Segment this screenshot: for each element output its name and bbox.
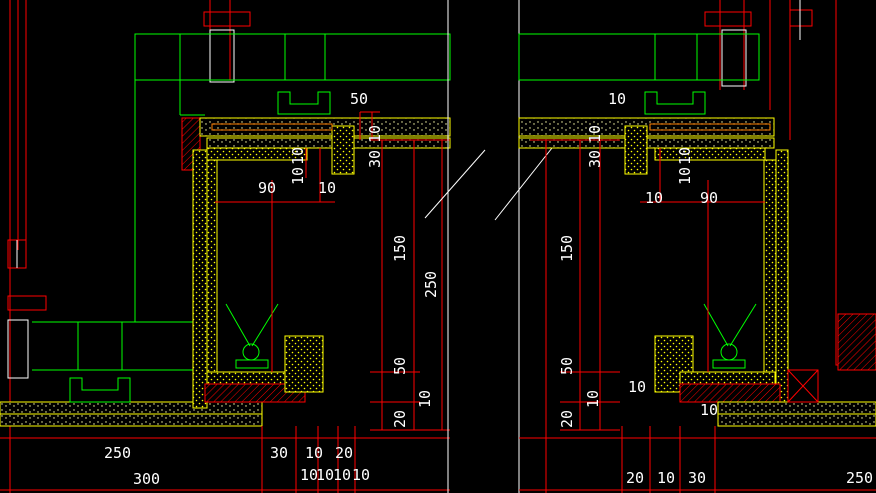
dim-label: 20 xyxy=(391,410,409,428)
dim-label: 10 xyxy=(289,167,307,185)
pipe-support xyxy=(703,303,757,369)
dim-label: 250 xyxy=(422,271,440,298)
hanger-bolt xyxy=(7,239,47,379)
dimension-lines xyxy=(519,139,876,493)
floor-slab xyxy=(717,0,876,427)
duct-outline xyxy=(518,33,760,81)
floor-clip xyxy=(69,91,331,403)
dim-label: 10 xyxy=(333,466,351,484)
brick-wall xyxy=(181,117,451,409)
break-lines xyxy=(424,0,553,493)
pipe-support xyxy=(225,303,279,369)
dim-label: 250 xyxy=(846,469,873,487)
dim-label: 10 xyxy=(628,378,646,396)
dim-label: 30 xyxy=(366,150,384,168)
dim-label: 30 xyxy=(688,469,706,487)
dim-label: 10 xyxy=(352,466,370,484)
dim-label: 20 xyxy=(626,469,644,487)
floor-clip xyxy=(644,91,706,115)
dim-label: 90 xyxy=(258,179,276,197)
dim-label: 10 xyxy=(586,125,604,143)
dim-label: 90 xyxy=(700,189,718,207)
dim-label: 10 xyxy=(676,147,694,165)
dim-label: 20 xyxy=(335,444,353,462)
dim-label: 30 xyxy=(270,444,288,462)
brick-wall xyxy=(518,117,789,409)
floor-slab xyxy=(0,401,263,427)
dim-label: 10 xyxy=(657,469,675,487)
dim-label: 10 xyxy=(700,401,718,419)
dim-label: 50 xyxy=(391,357,409,375)
dim-label: 50 xyxy=(350,90,368,108)
dim-label: 10 xyxy=(305,444,323,462)
right-section-view: 10 10 30 10 10 10 90 150 50 10 20 10 10 … xyxy=(518,0,876,493)
dim-label: 50 xyxy=(558,357,576,375)
dim-label: 10 xyxy=(366,125,384,143)
hanger-bolt xyxy=(203,0,251,83)
dim-label: 10 xyxy=(318,179,336,197)
dimension-lines xyxy=(0,111,450,493)
dim-label: 30 xyxy=(586,150,604,168)
left-section-view: 50 30 10 10 10 90 10 150 250 50 10 20 25… xyxy=(0,0,451,493)
dim-label: 10 xyxy=(645,189,663,207)
dim-label: 10 xyxy=(676,167,694,185)
dim-label: 300 xyxy=(133,470,160,488)
dim-label: 10 xyxy=(289,147,307,165)
dim-label: 10 xyxy=(300,466,318,484)
dim-label: 20 xyxy=(558,410,576,428)
dim-label: 10 xyxy=(608,90,626,108)
dim-label: 10 xyxy=(416,390,434,408)
dim-label: 250 xyxy=(104,444,131,462)
dim-label: 10 xyxy=(584,390,602,408)
hanger-bolt xyxy=(704,0,813,140)
dim-label: 10 xyxy=(316,466,334,484)
dim-label: 150 xyxy=(391,235,409,262)
dim-label: 150 xyxy=(558,235,576,262)
